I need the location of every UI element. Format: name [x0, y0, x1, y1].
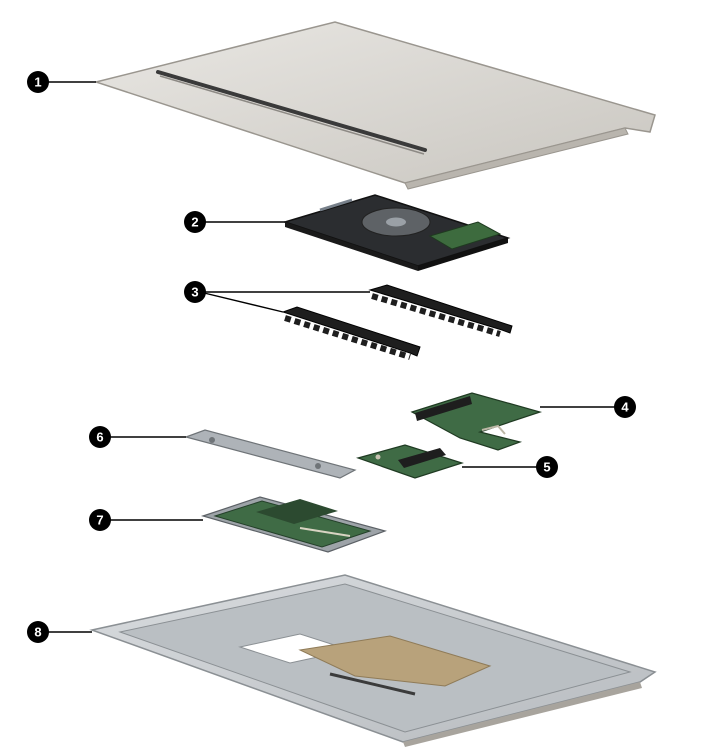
svg-text:3: 3: [191, 285, 198, 300]
svg-text:1: 1: [34, 75, 41, 90]
callout-5: 5: [536, 456, 558, 478]
svg-text:7: 7: [96, 513, 103, 528]
callout-3: 3: [184, 281, 206, 303]
callout-1: 1: [27, 71, 49, 93]
callout-badges: 1 2 3 4 5 6 7 8: [27, 71, 636, 643]
svg-text:5: 5: [543, 460, 550, 475]
part-5-usb-board: [355, 444, 464, 479]
callout-7: 7: [89, 509, 111, 531]
part-7-touchpad-module: [200, 496, 387, 553]
part-1-bottom-cover: [93, 21, 656, 190]
callout-6: 6: [89, 426, 111, 448]
part-4-hdd-connector-board: [410, 392, 543, 451]
leader-line-3b: [199, 291, 284, 313]
svg-text:6: 6: [96, 430, 103, 445]
part-6-touchpad-bracket: [184, 429, 357, 479]
part-2-hard-drive: [282, 194, 511, 271]
callout-2: 2: [184, 211, 206, 233]
svg-text:8: 8: [34, 625, 41, 640]
part-3-hard-drive-brackets: [281, 284, 513, 360]
svg-text:4: 4: [621, 400, 629, 415]
callout-8: 8: [27, 621, 49, 643]
part-8-top-cover: [89, 574, 657, 747]
leader-lines: [44, 81, 622, 633]
callout-4: 4: [614, 396, 636, 418]
svg-text:2: 2: [191, 215, 198, 230]
